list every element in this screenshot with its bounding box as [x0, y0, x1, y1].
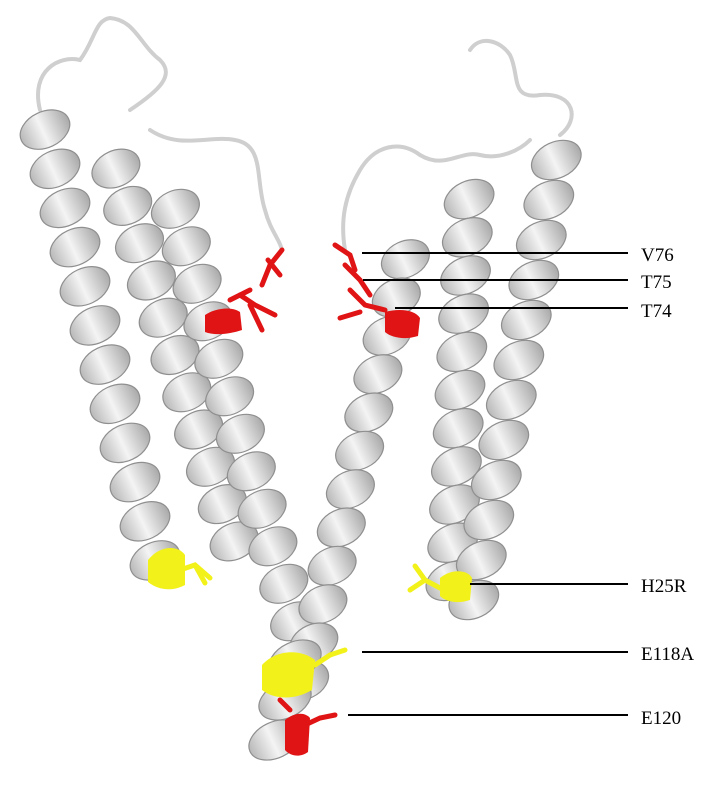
label-t74: T74 — [641, 301, 672, 322]
helix-right-inner — [274, 232, 435, 707]
helix-turn — [525, 133, 587, 188]
label-h25r: H25R — [641, 576, 687, 597]
label-e120: E120 — [641, 708, 681, 729]
helix-turn — [94, 416, 156, 471]
residue-labels: V76 T75 T74 H25R E118A E120 — [641, 245, 694, 729]
helix-turn — [488, 333, 550, 388]
label-t75: T75 — [641, 272, 672, 293]
red-patch-bottom — [285, 714, 310, 756]
right-inner-loop — [343, 140, 530, 250]
helix-turn — [84, 376, 146, 431]
helix-turn — [510, 213, 572, 268]
yellow-patch-right — [440, 571, 472, 602]
helix-turn — [54, 259, 116, 314]
label-e118a: E118A — [641, 644, 694, 665]
red-helix-patch-left — [205, 308, 242, 334]
helix-turn — [34, 181, 96, 236]
helix-turn — [74, 337, 136, 392]
red-residues-right — [335, 245, 385, 318]
helix-turn — [480, 373, 542, 428]
helix-turn — [518, 173, 580, 228]
left-inner-loop — [150, 130, 282, 250]
helix-turn — [14, 102, 76, 157]
right-top-loop — [470, 41, 572, 135]
red-helix-patch-right — [385, 310, 420, 338]
helix-turn — [495, 293, 557, 348]
yellow-patch-bottom — [262, 652, 315, 697]
helix-turn — [44, 220, 106, 275]
helix-turn — [64, 298, 126, 353]
label-v76: V76 — [641, 245, 674, 266]
helix-turn — [24, 141, 86, 196]
left-top-loop — [38, 18, 166, 110]
helix-turn — [104, 455, 166, 510]
helix-turn — [114, 494, 176, 549]
